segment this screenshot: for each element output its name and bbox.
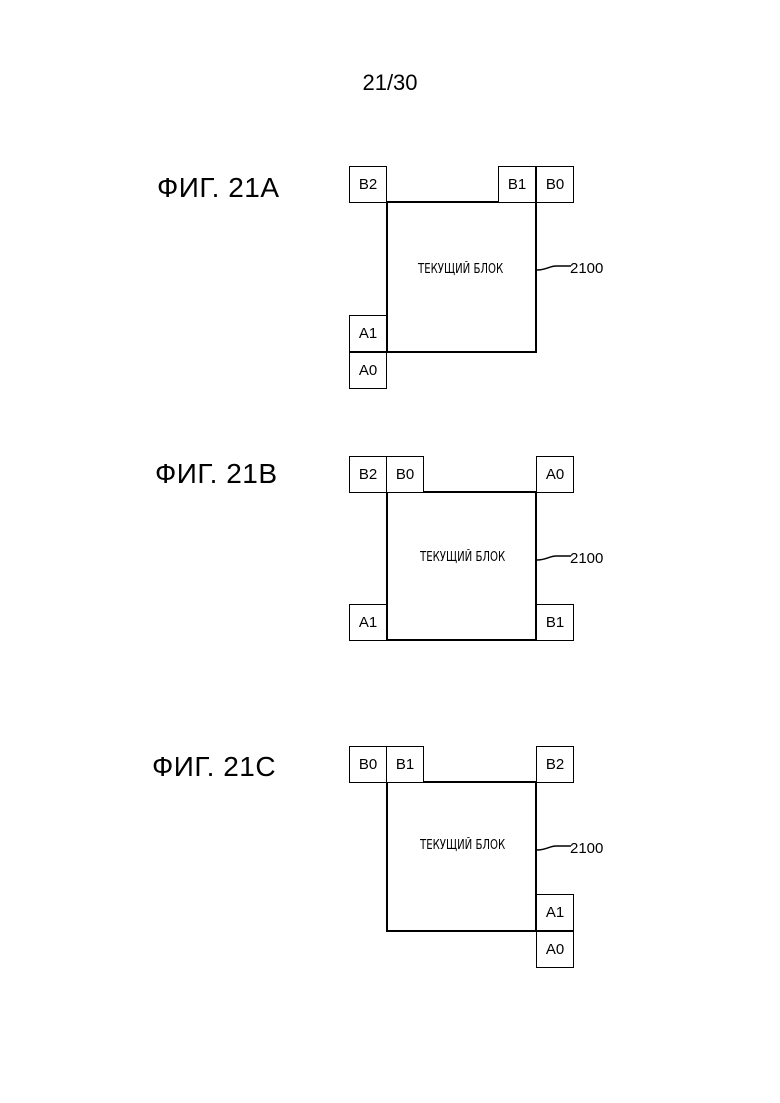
- neighbor-block-b2: B2: [349, 456, 387, 493]
- neighbor-block-b2: B2: [536, 746, 574, 783]
- neighbor-block-b0: B0: [349, 746, 387, 783]
- neighbor-block-a0: A0: [536, 456, 574, 493]
- neighbor-block-b1: B1: [386, 746, 424, 783]
- current-block: [386, 201, 537, 353]
- reference-number: 2100: [570, 840, 603, 857]
- current-block-label: ТЕКУЩИЙ БЛОК: [418, 262, 503, 277]
- neighbor-block-b0: B0: [536, 166, 574, 203]
- figure-label-21b: ФИГ. 21B: [155, 458, 278, 490]
- reference-leader-line: [536, 842, 572, 854]
- current-block-label: ТЕКУЩИЙ БЛОК: [420, 838, 505, 853]
- neighbor-block-a0: A0: [536, 931, 574, 968]
- current-block: [386, 781, 537, 932]
- figure-label-21a: ФИГ. 21A: [157, 172, 280, 204]
- neighbor-block-b1: B1: [498, 166, 536, 203]
- neighbor-block-b2: B2: [349, 166, 387, 203]
- figure-label-21c: ФИГ. 21C: [152, 751, 276, 783]
- neighbor-block-a1: A1: [349, 315, 387, 352]
- current-block-label: ТЕКУЩИЙ БЛОК: [420, 550, 505, 565]
- current-block: [386, 491, 537, 641]
- neighbor-block-a1: A1: [349, 604, 387, 641]
- neighbor-block-a1: A1: [536, 894, 574, 931]
- neighbor-block-b0: B0: [386, 456, 424, 493]
- figure-21a: ТЕКУЩИЙ БЛОК B2 B1 B0 A1 A0 2100: [330, 160, 630, 420]
- reference-number: 2100: [570, 260, 603, 277]
- reference-leader-line: [536, 262, 572, 274]
- figure-21c: ТЕКУЩИЙ БЛОК B0 B1 B2 A1 A0 2100: [330, 740, 630, 1000]
- reference-leader-line: [536, 552, 572, 564]
- neighbor-block-b1: B1: [536, 604, 574, 641]
- reference-number: 2100: [570, 550, 603, 567]
- neighbor-block-a0: A0: [349, 352, 387, 389]
- page-number: 21/30: [0, 70, 780, 96]
- figure-21b: ТЕКУЩИЙ БЛОК B2 B0 A0 A1 B1 2100: [330, 450, 630, 710]
